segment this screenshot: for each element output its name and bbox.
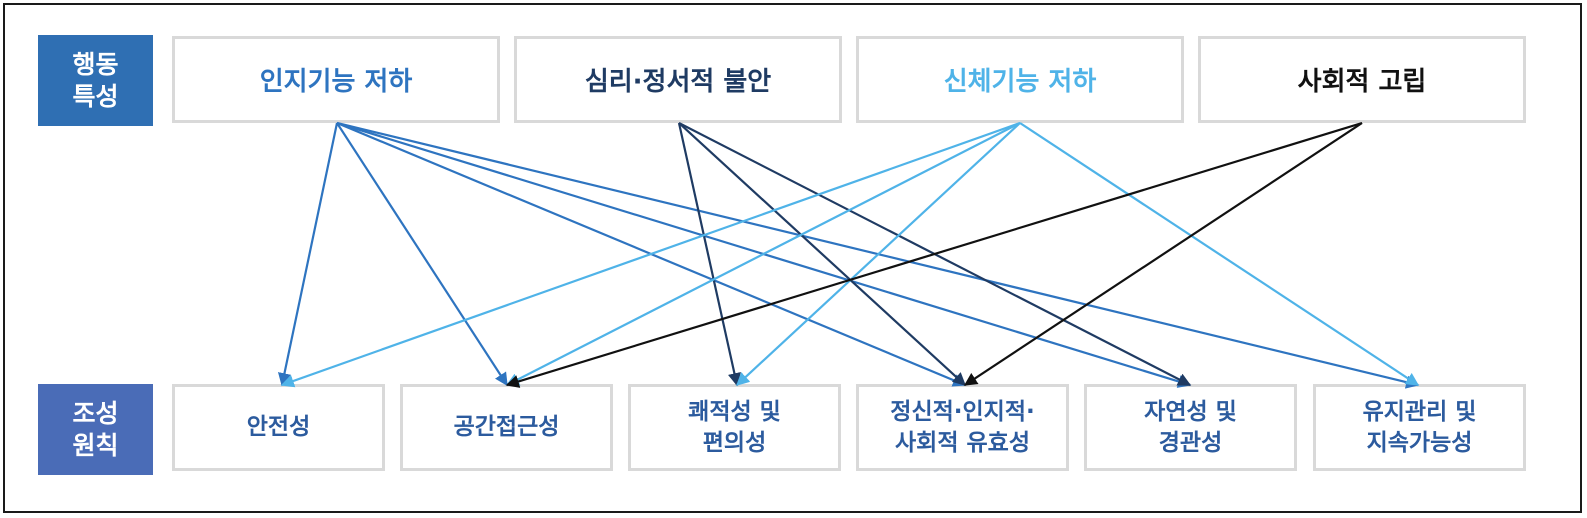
top-box-label: 심리·정서적 불안 [584, 67, 772, 97]
arrow-3-to-1 [505, 121, 1363, 388]
behavior-characteristics-label: 행동 특성 [38, 35, 153, 126]
bottom-box-safety: 안전성 [172, 384, 385, 471]
bottom-box-label: 안전성 [246, 414, 311, 440]
top-box-label: 인지기능 저하 [259, 67, 413, 97]
arrow-2-to-5 [1019, 122, 1420, 386]
bottom-box-naturalness: 자연성 및 경관성 [1084, 384, 1297, 471]
bottom-box-label: 자연성 및 경관성 [1144, 398, 1237, 456]
arrow-1-to-2 [677, 122, 741, 387]
design-principles-label: 조성 원칙 [38, 384, 153, 475]
bottom-box-comfort: 쾌적성 및 편의성 [628, 384, 841, 471]
bottom-box-sustainability: 유지관리 및 지속가능성 [1313, 384, 1526, 471]
top-box-label: 신체기능 저하 [943, 67, 1097, 97]
arrow-1-to-3 [678, 122, 966, 386]
bottom-box-label: 쾌적성 및 편의성 [688, 398, 781, 456]
bottom-box-label: 정신적·인지적· 사회적 유효성 [890, 398, 1035, 456]
bottom-box-label: 공간접근성 [453, 414, 560, 440]
bottom-box-label: 유지관리 및 지속가능성 [1362, 398, 1477, 456]
arrow-2-to-1 [505, 122, 1021, 386]
top-box-psychological-anxiety: 심리·정서적 불안 [514, 36, 842, 123]
top-box-physical-decline: 신체기능 저하 [856, 36, 1184, 123]
arrow-2-to-2 [736, 122, 1021, 386]
arrow-3-to-3 [963, 122, 1363, 386]
top-box-social-isolation: 사회적 고립 [1198, 36, 1526, 123]
top-box-label: 사회적 고립 [1297, 67, 1427, 97]
arrow-0-to-1 [336, 122, 508, 387]
bottom-box-accessibility: 공간접근성 [400, 384, 613, 471]
arrow-0-to-0 [277, 122, 339, 387]
top-box-cognitive-decline: 인지기능 저하 [172, 36, 500, 123]
arrow-2-to-0 [280, 121, 1021, 388]
